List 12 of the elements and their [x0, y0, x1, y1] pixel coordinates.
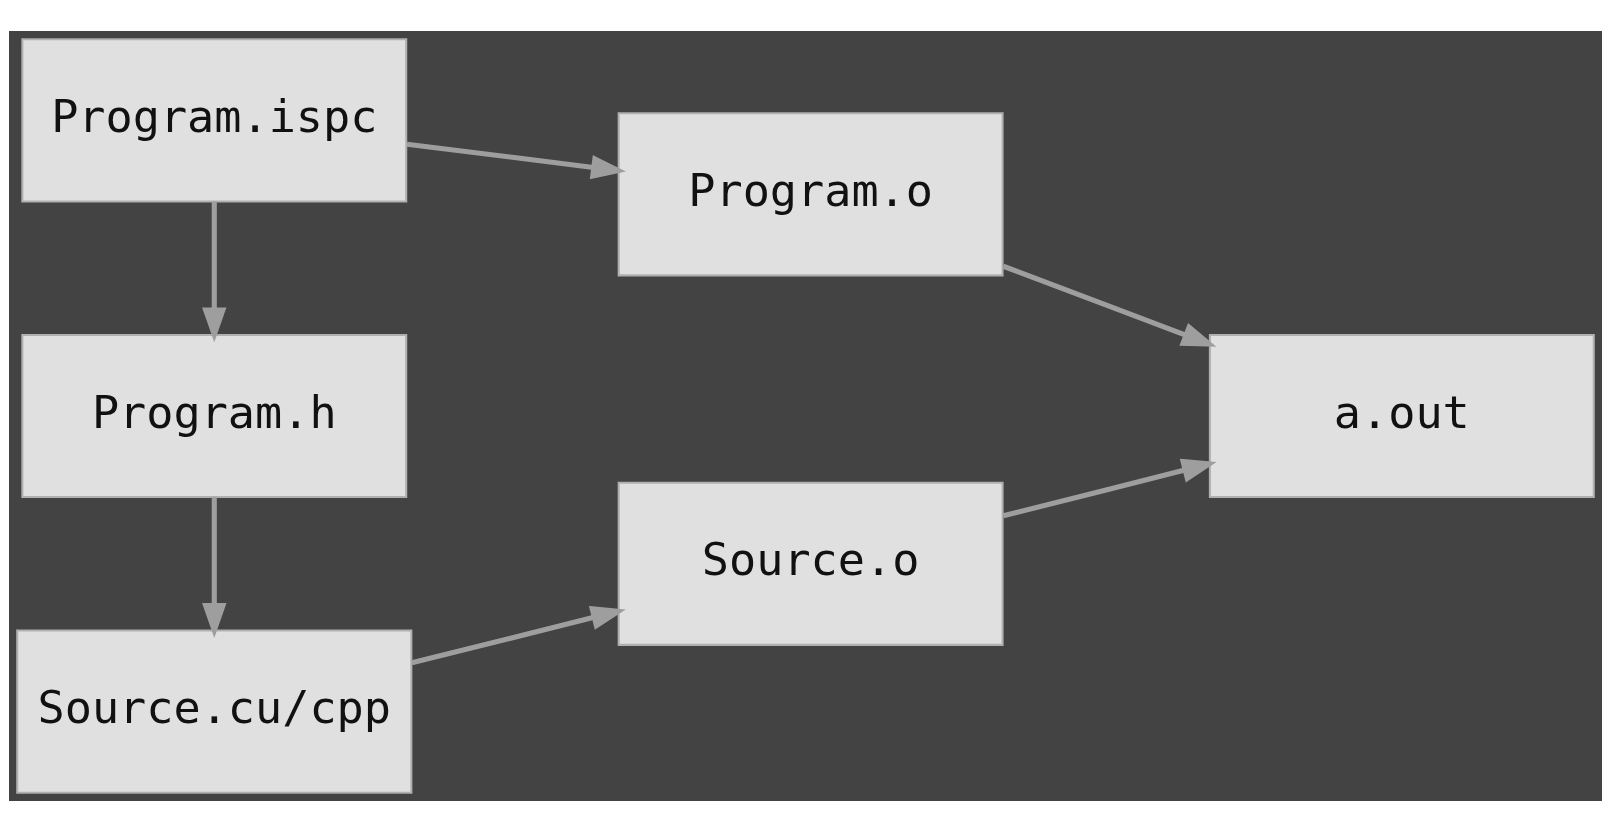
node-box: Program.h [20, 333, 407, 498]
node-box: Program.ispc [20, 37, 407, 202]
arrow [201, 496, 227, 638]
node-box: a.out [1208, 333, 1595, 498]
arrow [201, 201, 227, 342]
arrow [1002, 458, 1217, 518]
arrow [406, 141, 626, 179]
node-box: Program.o [617, 111, 1004, 276]
node-box: Source.cu/cpp [15, 629, 412, 794]
arrow [410, 605, 626, 665]
arrow [1001, 263, 1216, 347]
node-box: Source.o [617, 481, 1004, 646]
